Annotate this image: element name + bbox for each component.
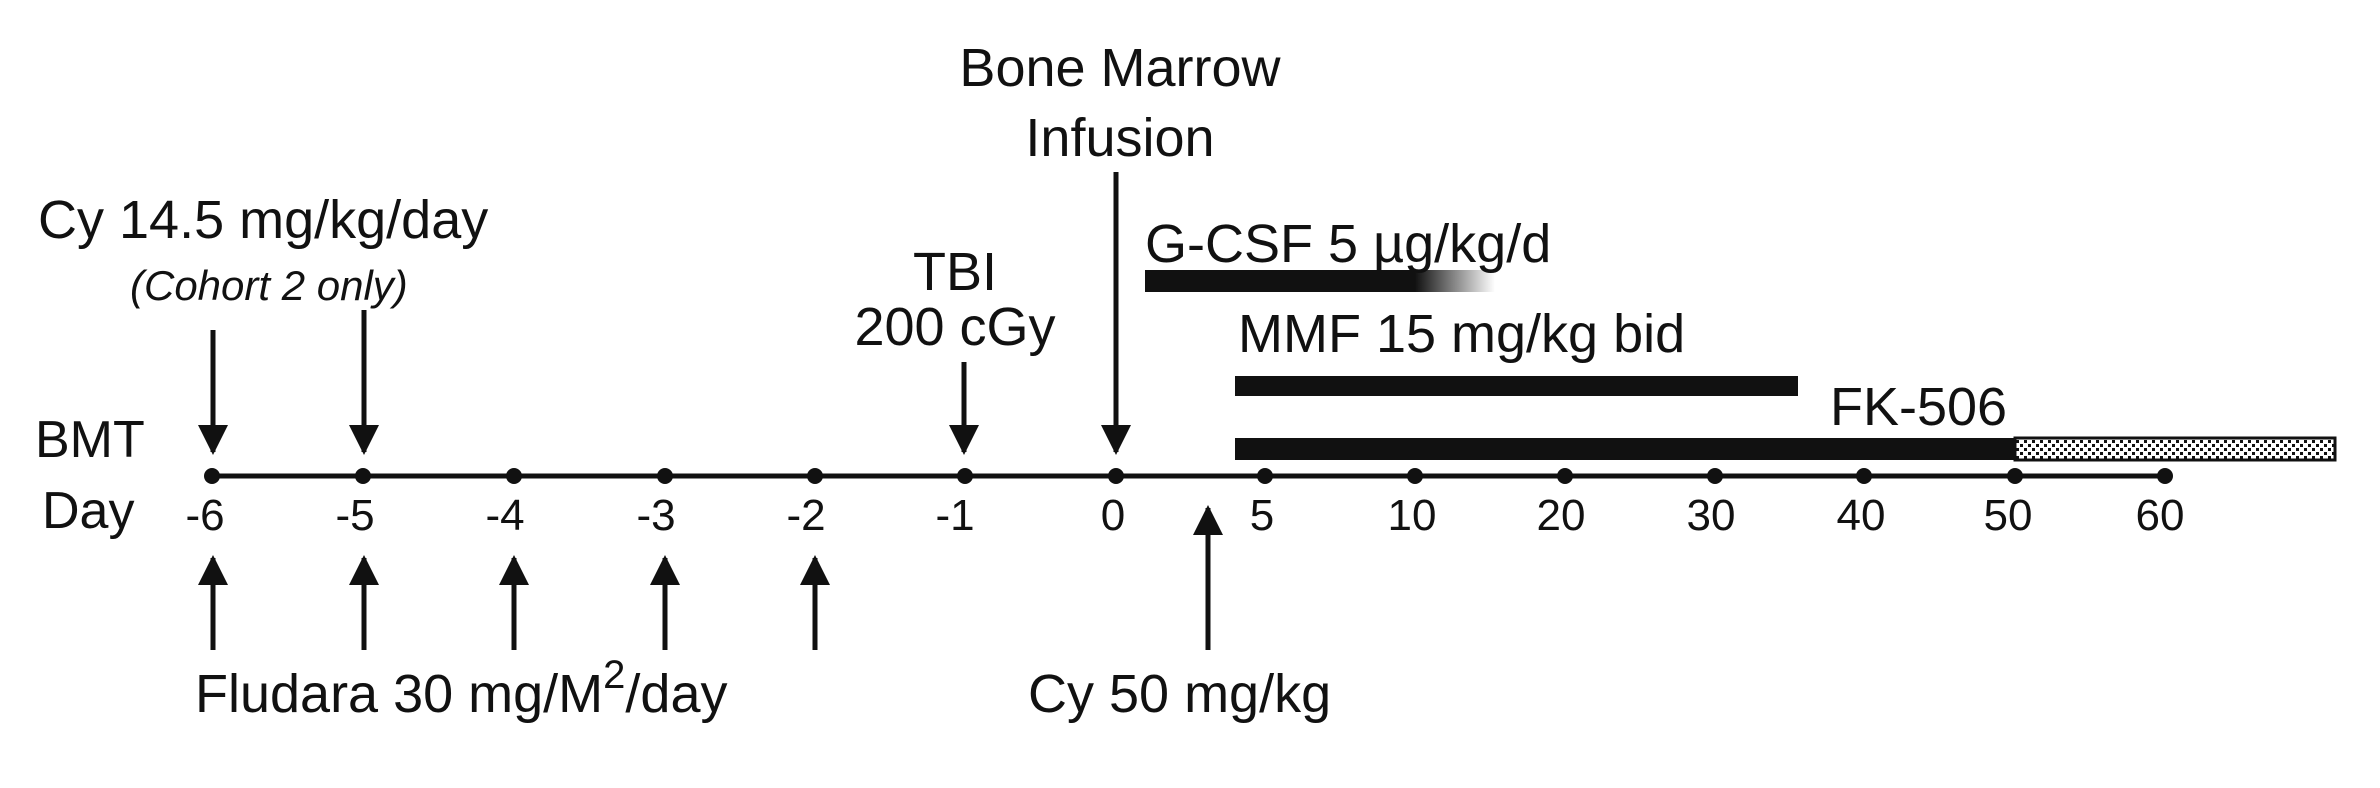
tick-label: 10	[1388, 491, 1437, 540]
tick-dot	[506, 468, 522, 484]
tick-label: 20	[1537, 491, 1586, 540]
tick-dot	[1707, 468, 1723, 484]
tick-dot	[2007, 468, 2023, 484]
gcsf-bar-fade	[1415, 270, 1495, 292]
tick-dot	[1257, 468, 1273, 484]
tick-dot	[355, 468, 371, 484]
axis-title-day: Day	[42, 482, 134, 540]
fk506-label: FK-506	[1830, 377, 2007, 437]
fk506-bar-taper	[2013, 436, 2337, 462]
tick-label: 30	[1687, 491, 1736, 540]
cy-145-label: Cy 14.5 mg/kg/day	[38, 190, 488, 250]
tick-label: -1	[935, 491, 974, 540]
cohort-note: (Cohort 2 only)	[130, 262, 408, 309]
top-arrows	[198, 172, 1131, 455]
tbi-label: TBI	[913, 242, 997, 302]
tick-dot	[1407, 468, 1423, 484]
tick-dot	[204, 468, 220, 484]
tick-dot	[1856, 468, 1872, 484]
fludara-main: Fludara 30 mg/M	[195, 664, 603, 724]
tick-label: 40	[1837, 491, 1886, 540]
tick-label: -6	[185, 491, 224, 540]
fludara-superscript: 2	[603, 653, 625, 697]
mmf-label: MMF 15 mg/kg bid	[1238, 304, 1685, 364]
tick-dot	[807, 468, 823, 484]
tick-label: -4	[485, 491, 524, 540]
tick-label: 5	[1250, 491, 1274, 540]
tick-label: -5	[335, 491, 374, 540]
bottom-arrows	[198, 505, 1223, 650]
fludara-label: Fludara 30 mg/M2/day	[195, 653, 728, 724]
gcsf-bar	[1145, 270, 1415, 292]
cy-50-label: Cy 50 mg/kg	[1028, 664, 1331, 724]
tick-dot	[1108, 468, 1124, 484]
gcsf-label: G-CSF 5 µg/kg/d	[1145, 214, 1551, 274]
tick-dot	[957, 468, 973, 484]
tick-label: 0	[1101, 491, 1125, 540]
tick-dots	[204, 468, 2173, 484]
tick-dot	[2157, 468, 2173, 484]
fludara-tail: /day	[625, 664, 727, 724]
tick-label: 50	[1984, 491, 2033, 540]
fk506-bar	[1235, 438, 2015, 460]
mmf-bar	[1235, 376, 1798, 396]
infusion-label: Infusion	[1025, 108, 1214, 168]
tick-label: -3	[636, 491, 675, 540]
tick-label: 60	[2136, 491, 2185, 540]
tbi-dose-label: 200 cGy	[854, 297, 1055, 357]
tick-label: -2	[786, 491, 825, 540]
tick-dot	[1557, 468, 1573, 484]
bone-marrow-label: Bone Marrow	[959, 38, 1281, 98]
tick-dot	[657, 468, 673, 484]
tick-labels: -6 -5 -4 -3 -2 -1 0 5 10 20 30 40 50 60	[185, 491, 2184, 540]
axis-title-bmt: BMT	[35, 411, 145, 469]
